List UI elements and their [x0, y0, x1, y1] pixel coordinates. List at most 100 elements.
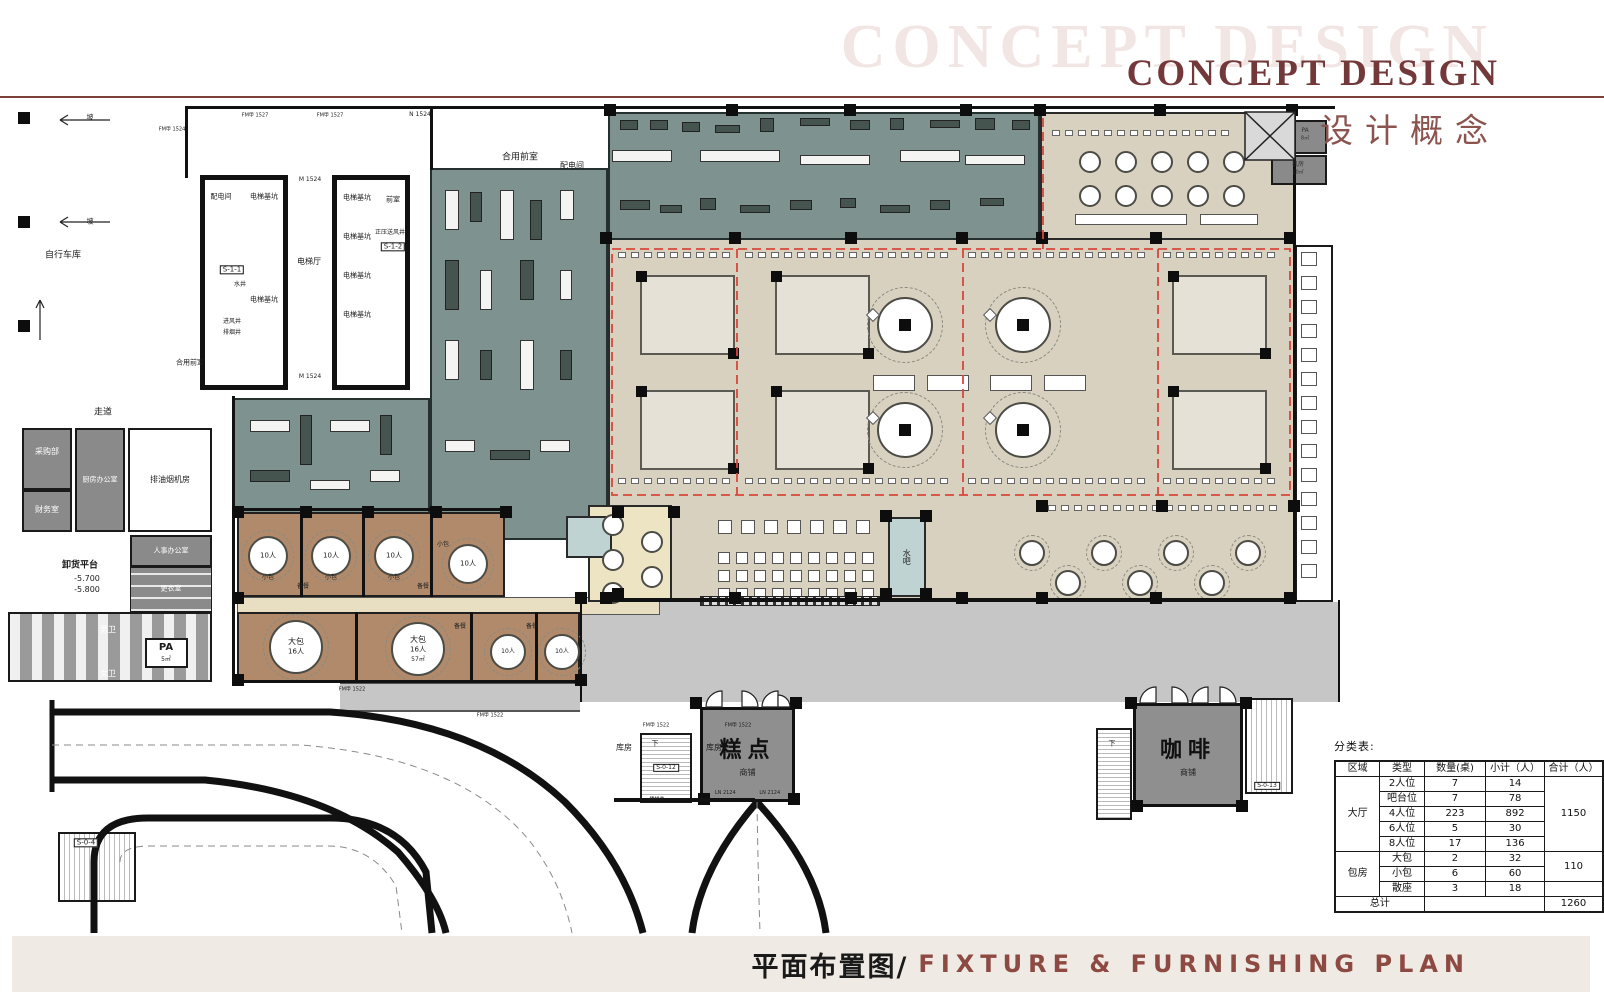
banquette-cluster — [1172, 390, 1267, 470]
dining-chair — [1052, 130, 1060, 136]
four-top-table — [790, 570, 802, 582]
dining-chair — [1087, 505, 1095, 511]
kitchen-equipment — [980, 198, 1004, 206]
dining-chair — [888, 478, 896, 484]
summary-table-caption: 分类表: — [1334, 740, 1375, 753]
dining-chair — [1033, 478, 1041, 484]
four-top-table — [826, 552, 838, 564]
wall — [1293, 106, 1296, 604]
dining-chair — [1137, 478, 1145, 484]
four-top-table — [718, 520, 732, 534]
banquet-table — [311, 536, 351, 576]
banquet-table — [269, 620, 323, 674]
booth-seat — [1301, 348, 1317, 362]
plan-label: 10人 — [260, 551, 276, 560]
dining-chair — [1139, 505, 1147, 511]
dining-chair — [696, 478, 704, 484]
booth-seat — [1301, 492, 1317, 506]
dining-chair — [1130, 130, 1138, 136]
dining-chair — [1256, 505, 1264, 511]
column — [844, 104, 856, 116]
round-table — [641, 531, 663, 553]
column — [612, 588, 624, 600]
dining-chair — [1020, 478, 1028, 484]
plan-label: 水吧 — [902, 549, 912, 565]
dining-chair — [1117, 130, 1125, 136]
plan-label: 备餐 — [296, 582, 310, 590]
dining-chair — [823, 478, 831, 484]
round-table — [1151, 151, 1173, 173]
dining-chair — [1143, 130, 1151, 136]
zone — [22, 428, 72, 490]
dining-chair — [1208, 130, 1216, 136]
kitchen-equipment — [330, 420, 370, 432]
plan-label: 库房 — [706, 742, 722, 752]
banquette-cluster — [775, 275, 870, 355]
plan-label: PA — [1301, 126, 1309, 134]
plan-label: 厨房办公室 — [82, 475, 118, 484]
summary-cell: 14 — [1485, 776, 1546, 792]
plan-label: 电梯基坑 — [343, 193, 371, 202]
column — [18, 112, 30, 124]
shop-bakery-codes: LN 2124 LN 2124 — [703, 790, 792, 796]
summary-cell: 6 — [1423, 866, 1487, 882]
dining-chair — [1085, 478, 1093, 484]
dining-chair — [683, 478, 691, 484]
summary-cell: 78 — [1485, 791, 1546, 807]
dining-chair — [670, 252, 678, 258]
dining-chair — [1091, 130, 1099, 136]
round-table — [1127, 570, 1153, 596]
table-center — [899, 424, 911, 436]
round-table — [1223, 185, 1245, 207]
column — [1036, 592, 1048, 604]
dining-chair — [758, 252, 766, 258]
column — [600, 592, 612, 604]
dining-chair — [1169, 130, 1177, 136]
kitchen-equipment — [560, 270, 572, 300]
plan-label: 楼梯井 — [649, 796, 665, 803]
kitchen-equipment — [370, 470, 400, 482]
column — [788, 793, 800, 805]
dining-chair — [875, 478, 883, 484]
dining-chair — [657, 478, 665, 484]
round-table — [602, 549, 624, 571]
shop-code: LN 2124 — [759, 790, 781, 796]
summary-cell: 8人位 — [1379, 836, 1425, 852]
dining-chair — [1046, 252, 1054, 258]
plan-label: 下 — [651, 739, 659, 748]
four-top-table — [810, 520, 824, 534]
kitchen-equipment — [700, 198, 716, 210]
plan-label: 10人 — [386, 551, 402, 560]
dining-chair — [1176, 252, 1184, 258]
dining-chair — [696, 252, 704, 258]
round-table — [641, 566, 663, 588]
cluster-corner — [1260, 463, 1271, 474]
plan-label: 进风井 — [222, 317, 242, 325]
summary-col-header: 区域 — [1334, 760, 1381, 777]
plan-label: 卸货平台 — [61, 560, 99, 571]
wall — [1338, 600, 1340, 702]
plan-label: 人事办公室 — [153, 546, 189, 555]
round-table — [1199, 570, 1225, 596]
plan-label: 备餐 — [453, 622, 467, 630]
dining-chair — [1007, 478, 1015, 484]
summary-cell: 大厅 — [1334, 776, 1381, 852]
round-table — [1223, 151, 1245, 173]
plan-label: PA — [158, 641, 174, 653]
round-table — [1235, 540, 1261, 566]
booth-seat — [1301, 276, 1317, 290]
plan-label: 正压送风井 — [374, 228, 406, 236]
dining-chair — [797, 252, 805, 258]
wall — [470, 612, 473, 682]
summary-col-header: 合计（人） — [1544, 760, 1604, 777]
dining-chair — [901, 478, 909, 484]
kitchen-equipment — [560, 190, 574, 220]
column — [1036, 232, 1048, 244]
summary-cell: 1150 — [1544, 776, 1604, 852]
column — [500, 506, 512, 518]
shop-code: LN 2124 — [714, 790, 736, 796]
dining-chair — [1254, 252, 1262, 258]
zone — [22, 490, 72, 532]
kitchen-equipment — [975, 118, 995, 130]
